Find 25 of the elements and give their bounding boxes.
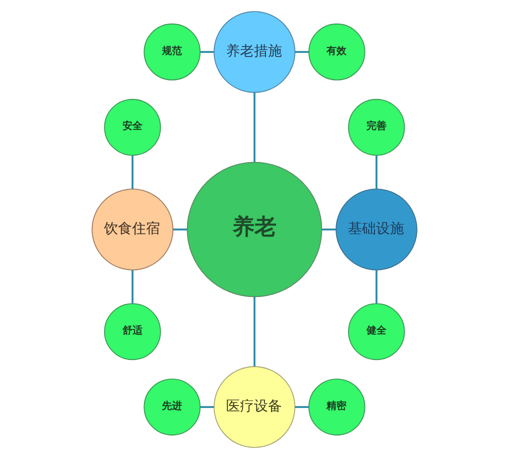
node-circle: 舒适 [104,303,160,360]
node-circle: 养老 [186,162,322,298]
node-circle: 完善 [348,98,404,156]
node-circle: 精密 [308,378,365,436]
node-circle: 饮食住宿 [91,188,173,270]
node-circle: 基础设施 [335,188,417,270]
connector [253,296,255,366]
connector [253,92,255,162]
node-circle: 医疗设备 [213,366,295,448]
connector [375,155,377,189]
node-circle: 有效 [308,24,365,80]
connector [294,51,308,53]
connector [131,270,133,304]
connector [375,270,377,304]
connector [200,406,214,408]
node-circle: 规范 [143,24,200,80]
connector [172,228,187,230]
connector [321,228,336,230]
node-circle: 安全 [104,98,160,156]
node-circle: 养老措施 [213,11,295,93]
node-circle: 健全 [348,303,404,360]
connector [131,155,133,189]
node-circle: 先进 [143,378,200,436]
connector [294,406,308,408]
connector [200,51,214,53]
